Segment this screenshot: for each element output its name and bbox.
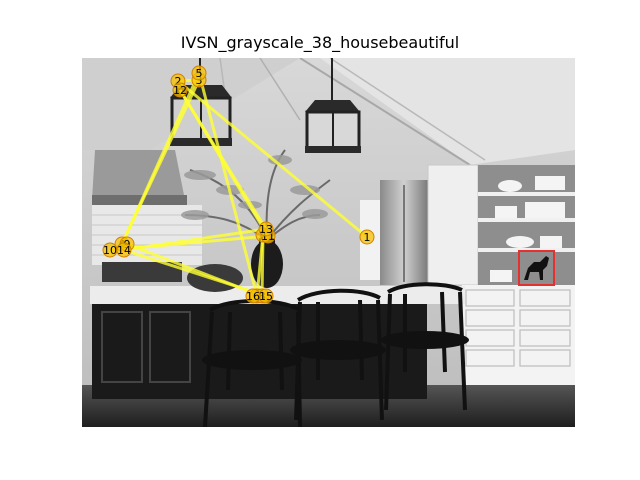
fixation-label: 15 xyxy=(259,290,273,303)
saccade-line xyxy=(260,234,265,297)
fixation-label: 16 xyxy=(246,290,260,303)
fixation-label: 14 xyxy=(117,244,131,257)
fixation-label: 5 xyxy=(196,67,203,80)
fixation-points: 12345678910111213141516 xyxy=(102,65,375,304)
saccade-line xyxy=(178,89,268,230)
target-box xyxy=(518,250,555,286)
fixation-marker xyxy=(172,82,188,98)
fixation-5: 5 xyxy=(191,65,207,81)
fixation-marker xyxy=(191,65,207,81)
fixation-label: 2 xyxy=(175,75,182,88)
fixation-label: 1 xyxy=(364,231,371,244)
figure-title: IVSN_grayscale_38_housebeautiful xyxy=(180,33,460,52)
fixation-1: 1 xyxy=(359,229,375,245)
fixation-label: 10 xyxy=(103,244,117,257)
fixation-marker xyxy=(258,221,274,237)
fixation-marker xyxy=(359,229,375,245)
kitchen-photo xyxy=(82,58,575,427)
saccade-line xyxy=(123,227,267,252)
fixation-label: 12 xyxy=(173,84,187,97)
fixation-label: 13 xyxy=(259,223,273,236)
target-rectangle xyxy=(518,250,555,286)
fixation-15: 15 xyxy=(258,288,274,304)
saccade-line xyxy=(177,79,368,239)
fixation-16: 16 xyxy=(245,288,261,304)
fixation-13: 13 xyxy=(258,221,274,237)
fixation-12: 12 xyxy=(172,82,188,98)
saccade-line xyxy=(123,248,267,298)
fixation-marker xyxy=(116,242,132,258)
fixation-14: 14 xyxy=(116,242,132,258)
fixation-10: 10 xyxy=(102,242,118,258)
fixation-marker xyxy=(245,288,261,304)
saccade-line xyxy=(197,72,259,297)
